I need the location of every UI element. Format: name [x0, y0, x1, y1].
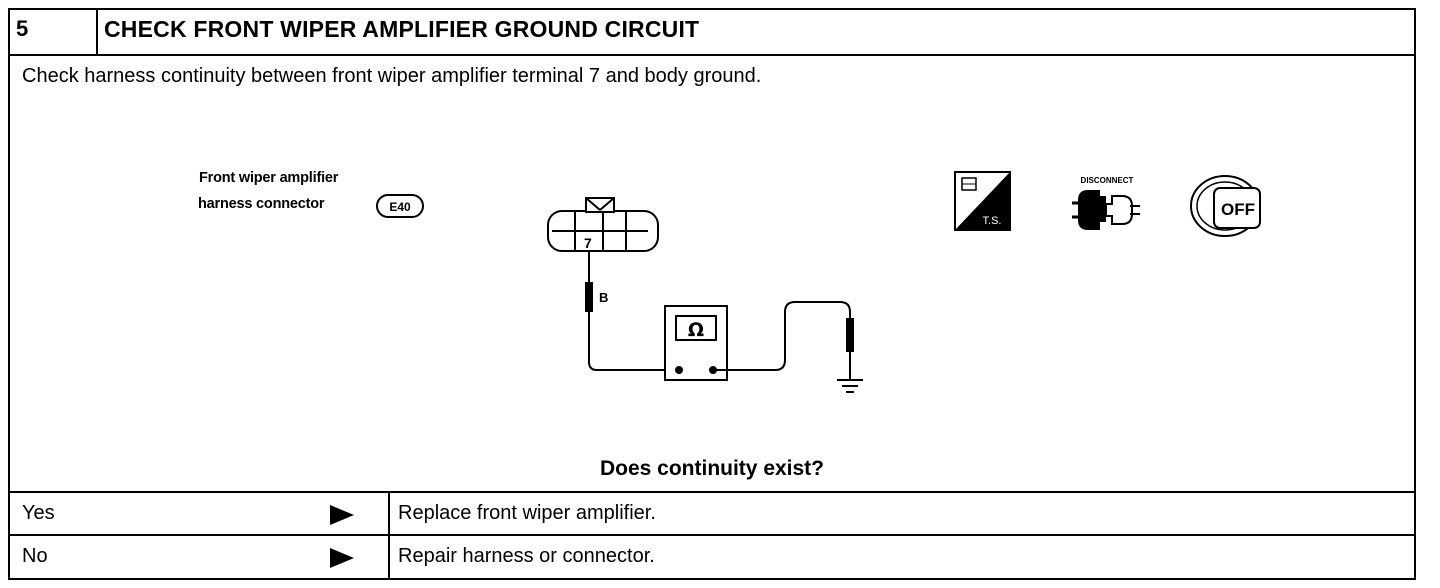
answer-divider-top [10, 491, 1414, 493]
probe-lead-terminal [585, 252, 677, 371]
ohmmeter-icon: Ω [664, 305, 728, 381]
wire-color-label: B [599, 290, 608, 305]
instruction-text: Check harness continuity between front w… [22, 65, 762, 87]
harness-connector-icon [547, 197, 659, 252]
ignition-off-icon: OFF [1190, 175, 1261, 237]
answer-yes-action: Replace front wiper amplifier. [398, 502, 656, 524]
check-procedure-table [8, 8, 1416, 580]
ground-symbol-icon [837, 379, 863, 393]
ohm-symbol: Ω [688, 319, 704, 341]
ts-label: T.S. [983, 215, 1002, 227]
answer-divider-middle [10, 534, 1414, 536]
step-title: CHECK FRONT WIPER AMPLIFIER GROUND CIRCU… [104, 16, 700, 42]
step-number: 5 [16, 16, 29, 41]
disconnect-icon: DISCONNECT [1072, 176, 1140, 230]
connector-code: E40 [389, 200, 411, 214]
terminal-number: 7 [584, 235, 592, 251]
probe-lead-ground [713, 301, 854, 380]
header-divider [10, 54, 1414, 56]
question-text: Does continuity exist? [599, 457, 825, 480]
answer-yes-label: Yes [22, 502, 55, 524]
answer-no-label: No [22, 545, 48, 567]
arrow-right-icon [330, 548, 354, 568]
answer-no-action: Repair harness or connector. [398, 545, 655, 567]
disconnect-label: DISCONNECT [1081, 176, 1134, 185]
ts-icon: T.S. [954, 171, 1011, 231]
arrow-right-icon [330, 505, 354, 525]
connector-caption-line1: Front wiper amplifier [199, 170, 339, 186]
off-label: OFF [1221, 200, 1255, 219]
step-number-divider [96, 10, 98, 54]
answer-column-divider [388, 491, 390, 578]
connector-caption-line2: harness connector [198, 196, 325, 212]
connector-code-badge: E40 [376, 194, 424, 218]
